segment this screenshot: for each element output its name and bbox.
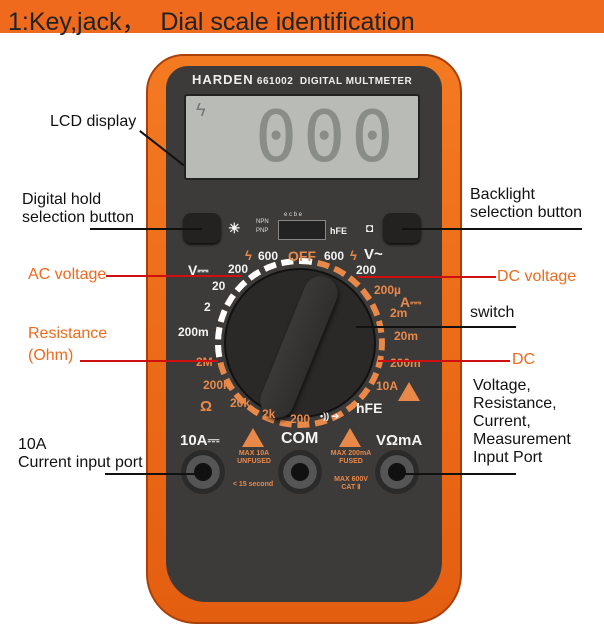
dial-a-dc: A⎓ xyxy=(400,294,422,310)
dial-continuity-diode: •)) ➔ xyxy=(320,411,340,421)
hv-icon-right: ϟ xyxy=(350,248,357,263)
leader-switch xyxy=(356,326,516,328)
pnp-label: PNP xyxy=(256,228,269,234)
lcd-display xyxy=(184,94,420,180)
label-resistance-1: Resistance xyxy=(28,325,108,342)
transistor-socket[interactable] xyxy=(278,220,326,240)
dial-dcv-200m: 200m xyxy=(178,325,209,339)
dial-dca-10a: 10A xyxy=(376,379,399,393)
warning-icon xyxy=(398,382,420,401)
dial-acv-200: 200 xyxy=(356,263,377,277)
label-vport-5: Input Port xyxy=(473,449,543,466)
dial-v-dc: V⎓ xyxy=(188,262,209,278)
port-com-label: COM xyxy=(281,430,319,447)
port-10a-label: 10A⎓ xyxy=(180,432,220,449)
dial-dca-2m: 2m xyxy=(390,306,408,320)
port-vohm-label: VΩmA xyxy=(376,432,423,449)
label-vport-1: Voltage, xyxy=(473,377,531,394)
label-backlight-2: selection button xyxy=(470,204,583,221)
backlight-icon: ◘ xyxy=(366,221,374,235)
leader-vport xyxy=(400,473,516,475)
leader-hold xyxy=(90,228,202,230)
leader-ac xyxy=(106,275,242,277)
leader-dc xyxy=(378,360,510,362)
dial-res-200: 200 xyxy=(290,412,311,426)
npn-label: NPN xyxy=(256,219,269,225)
dial-dca-200m: 200m xyxy=(390,356,421,370)
label-resistance: Resistance (Ohm) xyxy=(28,323,107,367)
leader-10a xyxy=(105,473,205,475)
dial-res-200k: 200k xyxy=(203,378,230,392)
warning-icon xyxy=(242,428,264,447)
dial-off: OFF xyxy=(288,248,316,264)
hfe-socket-label: hFE xyxy=(330,226,347,236)
fuse-warning-icon xyxy=(339,428,361,447)
sun-icon: ☀ xyxy=(228,220,241,236)
time-limit-note: < 15 second xyxy=(232,481,274,488)
label-10a-2: Current input port xyxy=(18,454,143,471)
lcd-digits: 000 xyxy=(255,96,400,178)
label-dc: DC xyxy=(512,351,536,368)
jack-com[interactable] xyxy=(278,450,322,494)
label-resistance-2: (Ohm) xyxy=(28,347,74,364)
cat-rating-note: MAX 600V CAT Ⅱ xyxy=(334,476,368,491)
label-backlight-1: Backlight xyxy=(470,186,535,203)
model: 661002 xyxy=(256,76,294,87)
label-hold-2: selection button xyxy=(22,209,135,226)
leader-resistance xyxy=(80,360,218,362)
dial-res-2m: 2M xyxy=(196,355,213,369)
dial-res-2k: 2k xyxy=(262,407,276,421)
brand: HARDEN xyxy=(192,72,254,87)
label-vport-3: Current, xyxy=(473,413,531,430)
leader-backlight xyxy=(402,228,582,230)
dial-hfe: hFE xyxy=(356,400,383,416)
page-header: 1:Key,jack， Dial scale identification xyxy=(0,0,604,36)
dial-v-ac: V~ xyxy=(364,246,383,263)
label-vport-2: Resistance, xyxy=(473,395,557,412)
meter-type: DIGITAL MULTMETER xyxy=(299,76,413,87)
dial-dcv-20: 20 xyxy=(212,279,226,293)
max-200ma-note: MAX 200mA FUSED xyxy=(330,450,372,465)
label-10a-1: 10A xyxy=(18,436,47,453)
leader-dcv xyxy=(358,276,496,278)
pin-labels: e c b e xyxy=(284,212,303,218)
label-switch: switch xyxy=(470,304,515,321)
label-lcd: LCD display xyxy=(50,113,137,130)
dial-dcv-200: 200 xyxy=(228,262,249,276)
label-vport-4: Measurement xyxy=(473,431,571,448)
hv-icon-left: ϟ xyxy=(245,248,252,263)
dial-dca-20m: 20m xyxy=(394,329,419,343)
label-ac-voltage: AC voltage xyxy=(28,266,107,283)
dial-res-20k: 20k xyxy=(230,396,251,410)
jack-vohm[interactable] xyxy=(375,450,419,494)
max-10a-note: MAX 10A UNFUSED xyxy=(237,450,271,465)
dial-ohm: Ω xyxy=(200,398,213,415)
brand-label: HARDEN 661002 DIGITAL MULTMETER xyxy=(192,72,412,87)
label-hold-1: Digital hold xyxy=(22,191,102,208)
dial-dcv-600: 600 xyxy=(258,249,279,263)
dial-acv-600: 600 xyxy=(324,249,345,263)
dial-dcv-2: 2 xyxy=(204,300,211,314)
label-dc-voltage: DC voltage xyxy=(497,268,577,285)
dial-dca-200u: 200µ xyxy=(374,283,401,297)
jack-10a[interactable] xyxy=(181,450,225,494)
transistor-labels: NPN PNP xyxy=(256,218,269,236)
high-voltage-icon: ϟ xyxy=(196,100,206,120)
